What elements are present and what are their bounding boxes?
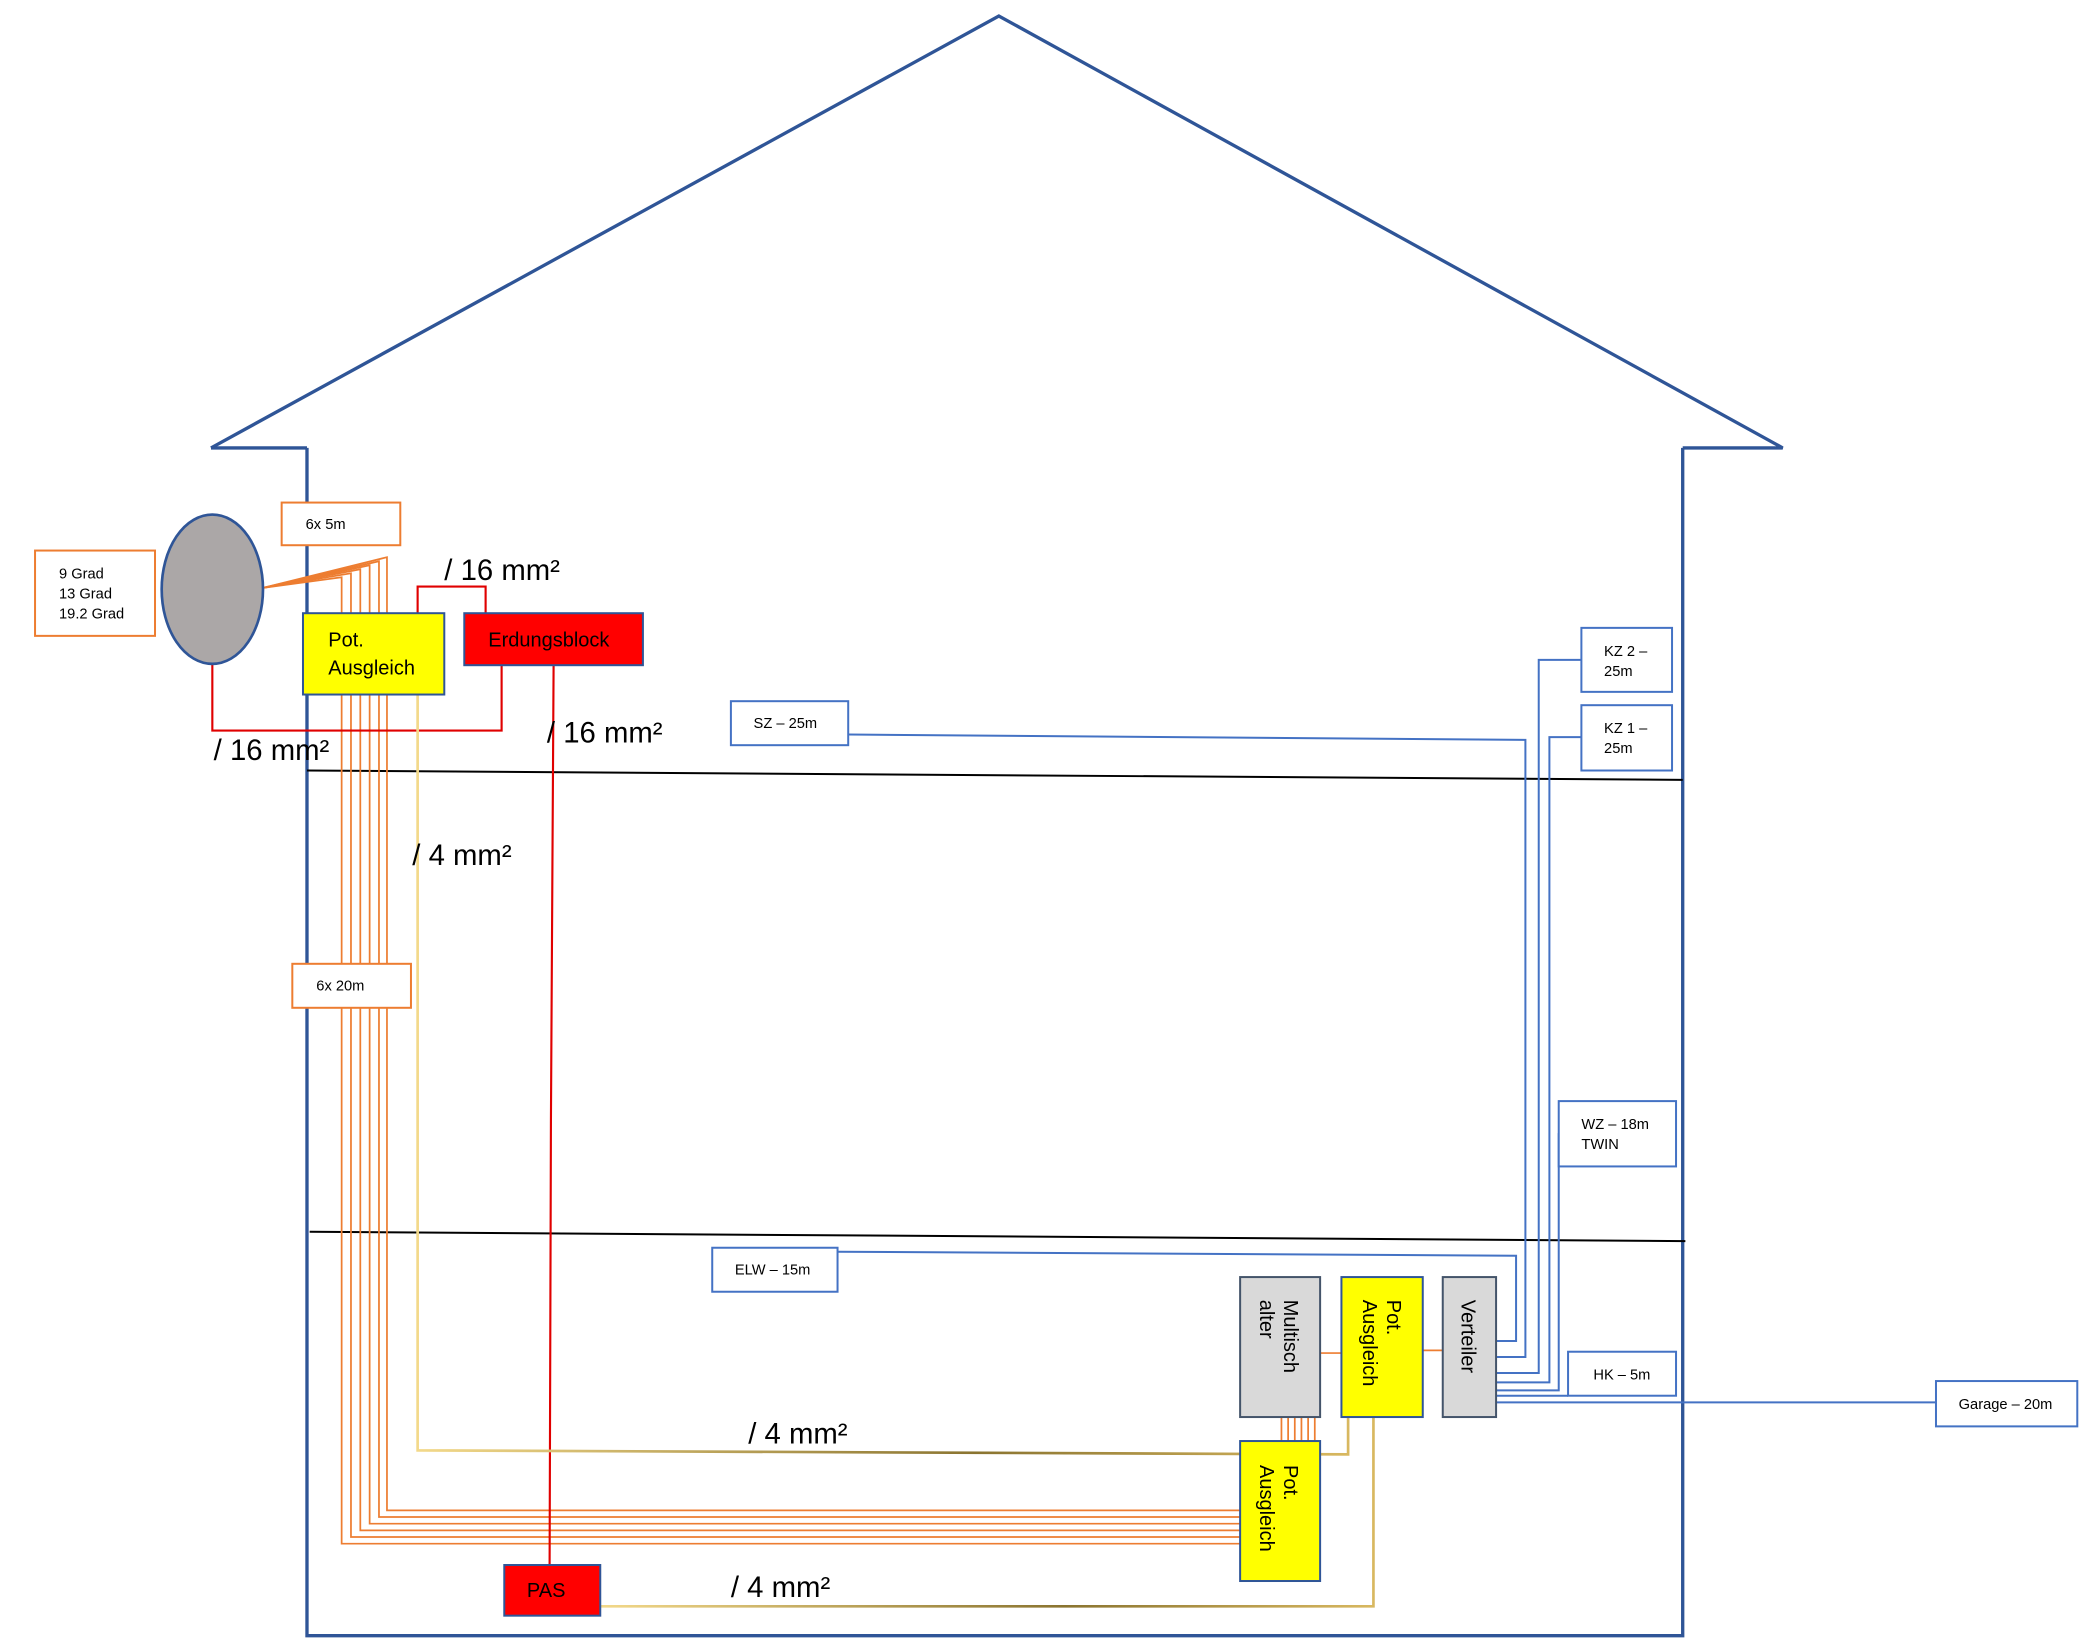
pot-ausgleich-mid-line1: Pot. (1382, 1300, 1404, 1336)
equipotential-wires (416, 694, 1375, 1608)
room-cables (837, 658, 1936, 1404)
room-hk-label: HK – 5m (1593, 1368, 1650, 1384)
room-wz-line1: WZ – 18m (1581, 1117, 1649, 1133)
erdungsblock (463, 612, 644, 667)
pot-ausgleich-top (301, 612, 446, 696)
label-16mm-b: / 16 mm² (214, 734, 330, 767)
pot-ausgleich-mid (1340, 1276, 1424, 1419)
room-sz-box (729, 700, 850, 747)
room-kz2-line2: 25m (1604, 664, 1633, 680)
floor-line-lower (309, 1230, 1686, 1243)
room-wz-line2: TWIN (1581, 1137, 1618, 1153)
erdungsblock-label: Erdungsblock (488, 630, 610, 652)
label-16mm-a: / 16 mm² (444, 554, 560, 587)
pas-box (503, 1564, 602, 1617)
ground-wires (211, 585, 555, 1566)
room-elw-label: ELW – 15m (735, 1262, 810, 1278)
room-elw-box (711, 1246, 839, 1293)
label-16mm-c: / 16 mm² (547, 717, 663, 750)
cable-top-label: 6x 5m (306, 517, 346, 533)
room-wz-box (1557, 1100, 1678, 1168)
room-garage-box (1934, 1380, 2079, 1428)
angle-3: 19.2 Grad (59, 607, 124, 623)
pot-ausgleich-top-line2: Ausgleich (328, 658, 415, 680)
verteiler (1441, 1276, 1498, 1419)
multischalter (1239, 1276, 1322, 1419)
pot-ausgleich-low-line2: Ausgleich (1255, 1465, 1277, 1552)
room-kz1-line1: KZ 1 – (1604, 721, 1648, 737)
cable-long-label: 6x 20m (316, 978, 364, 994)
room-kz2-line1: KZ 2 – (1604, 644, 1648, 660)
room-kz1-box (1580, 704, 1674, 772)
room-kz2-box (1580, 626, 1674, 693)
room-hk-box (1567, 1350, 1678, 1397)
room-kz1-line2: 25m (1604, 741, 1633, 757)
verteiler-label: Verteiler (1456, 1300, 1478, 1374)
house-roof (210, 14, 1784, 450)
floor-line-upper (306, 769, 1683, 781)
dish-angles-box (34, 549, 157, 637)
pas-label: PAS (527, 1580, 566, 1602)
room-sz-label: SZ – 25m (754, 716, 818, 732)
pot-ausgleich-low-line1: Pot. (1279, 1465, 1301, 1501)
label-4mm-a: / 4 mm² (412, 839, 512, 872)
label-4mm-c: / 4 mm² (731, 1571, 831, 1604)
angle-1: 9 Grad (59, 567, 104, 583)
pot-ausgleich-mid-line2: Ausgleich (1358, 1300, 1380, 1387)
cable-long-box (291, 962, 412, 1009)
label-4mm-b: / 4 mm² (748, 1418, 848, 1451)
multischalter-line2: alter (1255, 1300, 1277, 1339)
multischalter-line1: Multisch (1279, 1300, 1301, 1373)
angle-2: 13 Grad (59, 587, 112, 603)
pot-ausgleich-top-line1: Pot. (328, 630, 364, 652)
pot-ausgleich-low (1239, 1440, 1322, 1583)
coax-bundle (262, 556, 1443, 1545)
house-walls (305, 447, 1685, 1638)
satellite-dish (160, 513, 265, 666)
cable-top-box (280, 501, 402, 547)
room-garage-label: Garage – 20m (1959, 1397, 2053, 1413)
